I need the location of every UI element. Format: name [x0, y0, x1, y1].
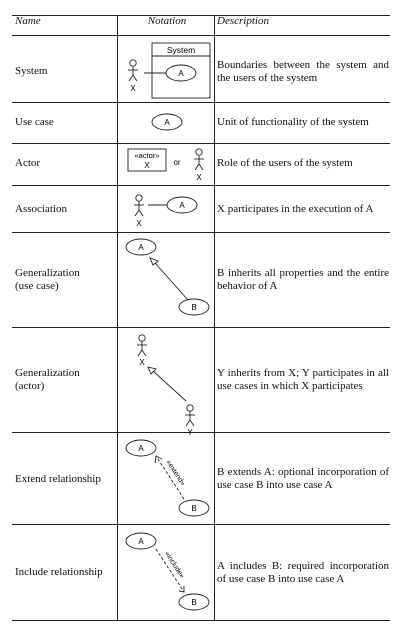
- row-name-association: Association: [15, 203, 67, 215]
- row-divider: [12, 524, 390, 525]
- table-bottom-rule: [12, 620, 390, 621]
- row-name-generalization-actor: Generalization (actor): [15, 367, 80, 392]
- generalization-arrowhead: [147, 366, 157, 375]
- system-diagram: System A X: [128, 42, 211, 99]
- actor-box-name: X: [144, 161, 150, 170]
- row-divider: [12, 232, 390, 233]
- row-name-actor: Actor: [15, 157, 41, 169]
- include-stereotype: «include»: [163, 551, 185, 580]
- table-top-rule: [12, 15, 390, 16]
- child-actor-stick-figure: [185, 404, 195, 427]
- column-divider: [117, 15, 118, 620]
- include-arrowhead: [178, 586, 185, 593]
- child-label: B: [191, 303, 196, 312]
- notation-include: A B «include»: [120, 524, 214, 620]
- notation-extend: A B «extend»: [120, 432, 214, 524]
- actor-label: X: [136, 219, 142, 228]
- included-label: B: [191, 598, 196, 607]
- extend-arrowhead: [154, 455, 163, 464]
- row-name-extend: Extend relationship: [15, 473, 101, 485]
- header-rule: [12, 35, 390, 36]
- notation-generalization-actor: X Y: [120, 327, 214, 437]
- generalization-line: [154, 262, 189, 301]
- notation-association: X A: [120, 185, 214, 232]
- extending-usecase-ellipse: [178, 499, 210, 517]
- extending-label: B: [191, 504, 196, 513]
- child-label: Y: [187, 428, 193, 437]
- row-desc-include: A includes B: required incorporation of …: [217, 560, 389, 585]
- actor-stick-figure: [194, 148, 204, 171]
- generalization-line: [152, 370, 187, 402]
- actor-stick-figure: [128, 59, 138, 82]
- child-usecase-ellipse: [178, 298, 210, 316]
- usecase-label: A: [179, 201, 185, 210]
- actor-label: X: [196, 173, 202, 182]
- or-label: or: [173, 158, 180, 167]
- parent-actor-stick-figure: [137, 334, 147, 357]
- row-desc-use-case: Unit of functionality of the system: [217, 116, 369, 128]
- actor-label: X: [130, 84, 136, 93]
- header-name: Name: [15, 15, 41, 27]
- row-name-include: Include relationship: [15, 566, 103, 578]
- parent-label: A: [138, 243, 144, 252]
- notation-use-case: A: [120, 102, 214, 143]
- row-divider: [12, 327, 390, 328]
- system-boundary-box: [151, 42, 211, 99]
- usecase-label: A: [178, 69, 184, 78]
- row-divider: [12, 102, 390, 103]
- row-divider: [12, 185, 390, 186]
- actor-stick-figure: [134, 194, 144, 217]
- extend-dependency-line: [155, 455, 185, 500]
- row-divider: [12, 432, 390, 433]
- row-name-generalization-use-case: Generalization (use case): [15, 267, 80, 292]
- row-name-use-case: Use case: [15, 116, 54, 128]
- parent-usecase-ellipse: [125, 238, 157, 256]
- base-label: A: [138, 537, 144, 546]
- base-usecase-ellipse: [125, 532, 157, 550]
- notation-system: System A X: [120, 35, 214, 102]
- row-desc-generalization-use-case: B inherits all properties and the entire…: [217, 267, 389, 292]
- generalization-arrowhead: [149, 257, 159, 266]
- notation-generalization-use-case: A B: [120, 232, 214, 327]
- notation-actor: «actor» X or X: [120, 143, 214, 185]
- parent-label: X: [139, 358, 145, 367]
- system-label: System: [167, 45, 195, 55]
- row-name-system: System: [15, 65, 48, 77]
- row-desc-system: Boundaries between the system and the us…: [217, 59, 389, 84]
- row-divider: [12, 143, 390, 144]
- included-usecase-ellipse: [178, 593, 210, 611]
- actor-class-box: [127, 148, 167, 172]
- column-divider: [214, 15, 215, 620]
- usecase-ellipse: [166, 196, 198, 214]
- row-desc-extend: B extends A: optional incorporation of u…: [217, 466, 389, 491]
- actor-stereotype: «actor»: [134, 151, 159, 160]
- usecase-label: A: [164, 118, 170, 127]
- header-description: Description: [217, 15, 269, 27]
- header-notation: Notation: [147, 15, 187, 27]
- row-desc-actor: Role of the users of the system: [217, 157, 353, 169]
- usecase-ellipse: [151, 113, 183, 131]
- include-dependency-line: [155, 548, 185, 593]
- row-desc-association: X participates in the execution of A: [217, 203, 374, 215]
- base-label: A: [138, 444, 144, 453]
- base-usecase-ellipse: [125, 439, 157, 457]
- row-desc-generalization-actor: Y inherits from X; Y participates in all…: [217, 367, 389, 392]
